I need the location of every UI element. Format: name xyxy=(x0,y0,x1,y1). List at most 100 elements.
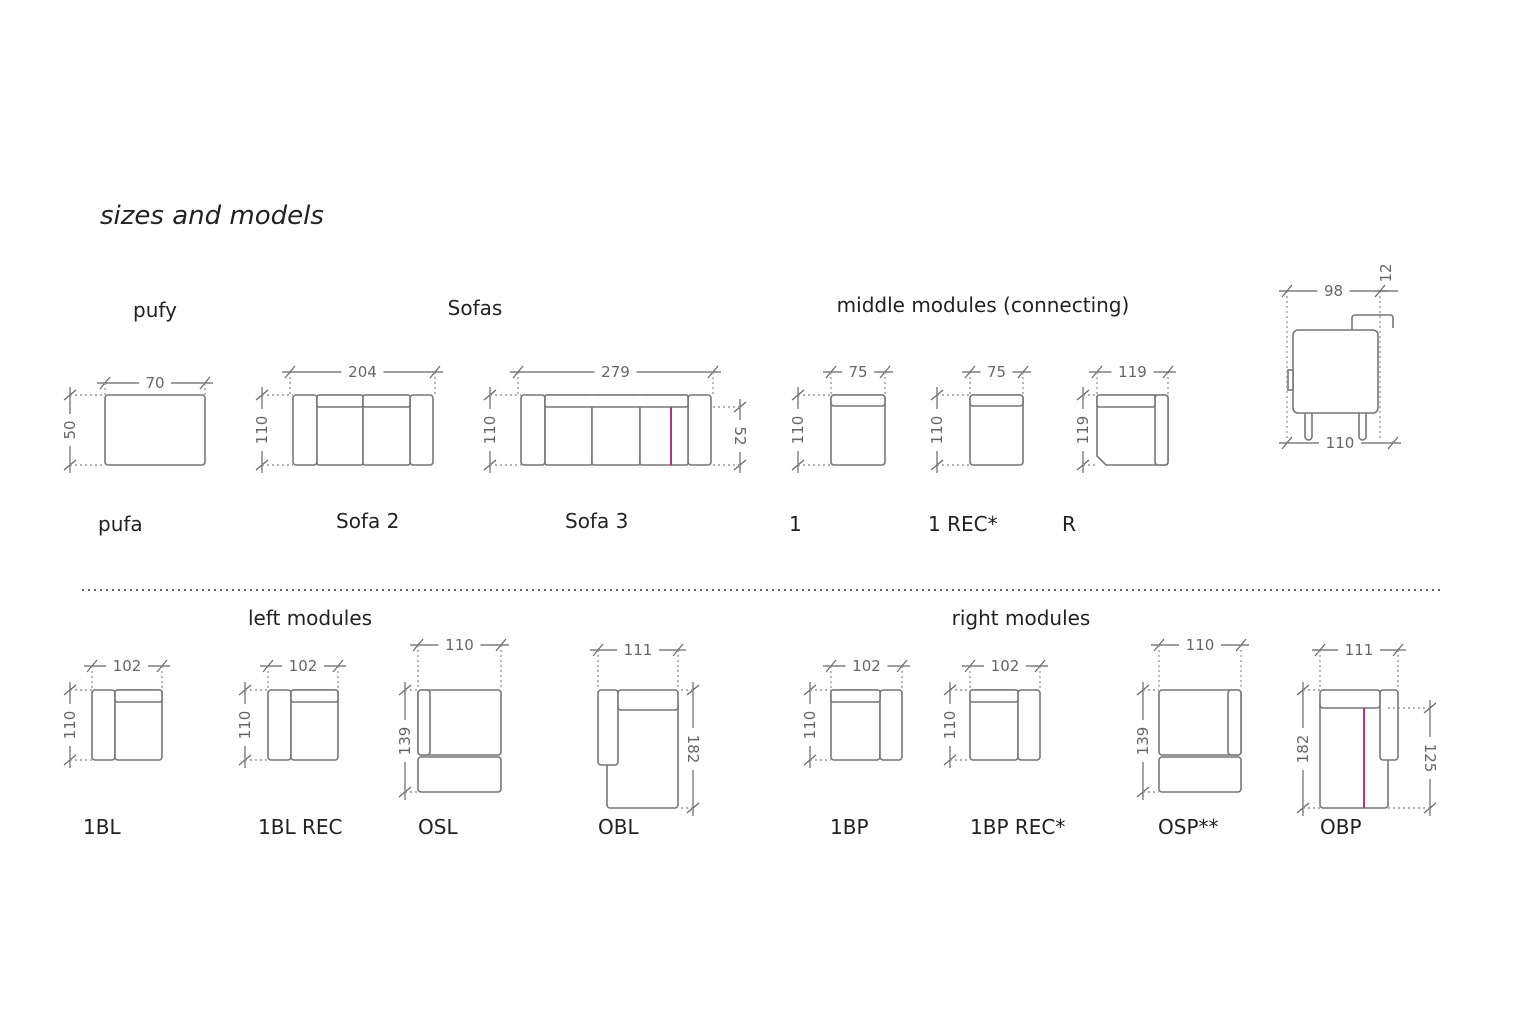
dimension-r_w: 119 xyxy=(1089,363,1176,395)
model-label-obp: OBP xyxy=(1320,815,1362,839)
dimension-label: 139 xyxy=(396,727,414,756)
page-title: sizes and models xyxy=(100,201,324,231)
model-label-1bp: 1BP xyxy=(830,815,869,839)
model-label-osl: OSL xyxy=(418,815,458,839)
sofa3-drawing xyxy=(520,394,712,466)
dimension-label: 75 xyxy=(848,363,867,381)
dimension-osp_h: 139 xyxy=(1134,682,1159,800)
dimension-bl1_h: 110 xyxy=(61,682,92,768)
dimension-m1_w: 75 xyxy=(823,363,893,395)
dimension-lines: 70 50 204 110 279 110 52 75 110 75 110 119 119 98 110 1… xyxy=(61,263,1439,816)
dimension-bp1_w: 102 xyxy=(823,657,910,690)
dimension-obp_w: 111 xyxy=(1312,641,1406,690)
dimension-bp1_h: 110 xyxy=(801,682,831,768)
dimension-label: 110 xyxy=(253,416,271,445)
model-label-sofa2: Sofa 2 xyxy=(336,509,399,533)
section-pufy: pufy xyxy=(133,298,177,322)
dimension-sofa3_h: 110 xyxy=(481,387,521,473)
dimension-label: 125 xyxy=(1421,744,1439,773)
dimension-label: 110 xyxy=(801,711,819,740)
dimension-label: 110 xyxy=(481,416,499,445)
dimension-label: 279 xyxy=(601,363,630,381)
dimension-label: 139 xyxy=(1134,727,1152,756)
dimension-m1rec_h: 110 xyxy=(928,387,970,473)
model-label-pufa: pufa xyxy=(98,512,143,536)
dimension-label: 110 xyxy=(445,636,474,654)
dimension-osl_h: 139 xyxy=(396,682,418,800)
dimension-pufa_w: 70 xyxy=(97,374,213,395)
model-label-1bl-rec: 1BL REC xyxy=(258,815,342,839)
dimension-label: 52 xyxy=(731,426,749,445)
model-label-osp: OSP** xyxy=(1158,815,1219,839)
dimension-label: 110 xyxy=(789,416,807,445)
dimension-label: 110 xyxy=(236,711,254,740)
dimension-label: 111 xyxy=(624,641,653,659)
dimension-label: 102 xyxy=(289,657,318,675)
dimension-label: 102 xyxy=(113,657,142,675)
1bl-rec-drawing xyxy=(267,689,339,761)
1bl-drawing xyxy=(91,689,163,761)
dimension-label: 110 xyxy=(928,416,946,445)
dimension-sofa3_w: 279 xyxy=(510,363,721,395)
dimension-bl1_w: 102 xyxy=(84,657,170,690)
pufa-drawing xyxy=(104,394,206,466)
dimension-obl_h: 182 xyxy=(678,682,702,816)
sofa2-drawing xyxy=(292,394,434,466)
model-label-r: R xyxy=(1062,512,1076,536)
dimension-sofa2_h: 110 xyxy=(253,387,293,473)
section-right-modules: right modules xyxy=(952,606,1091,630)
module-1rec-drawing xyxy=(969,394,1024,466)
dimension-sofa3_seat: 52 xyxy=(711,399,749,473)
model-label-1rec: 1 REC* xyxy=(928,512,998,536)
dimension-bp1rec_w: 102 xyxy=(962,657,1048,690)
side-view-drawing xyxy=(1287,314,1394,441)
section-left-modules: left modules xyxy=(248,606,372,630)
dimension-label: 12 xyxy=(1377,263,1395,282)
dimension-label: 110 xyxy=(1186,636,1215,654)
dimension-bl1rec_h: 110 xyxy=(236,682,268,768)
obl-drawing xyxy=(597,689,679,809)
dimension-m1rec_w: 75 xyxy=(962,363,1031,395)
dimension-label: 102 xyxy=(852,657,881,675)
dimension-label: 204 xyxy=(348,363,377,381)
dimension-pufa_h: 50 xyxy=(61,387,105,473)
dimension-label: 119 xyxy=(1118,363,1147,381)
dimension-label: 182 xyxy=(684,735,702,764)
dimension-label: 110 xyxy=(941,711,959,740)
section-sofas: Sofas xyxy=(448,296,503,320)
module-1-drawing xyxy=(830,394,886,466)
osp-drawing xyxy=(1158,689,1242,793)
dimension-label: 50 xyxy=(61,420,79,439)
dimension-bp1rec_h: 110 xyxy=(941,682,970,768)
osl-drawing xyxy=(417,689,502,793)
1bp-rec-drawing xyxy=(969,689,1041,761)
dimension-obp_seat: 125 xyxy=(1388,700,1439,816)
dimension-label: 182 xyxy=(1294,735,1312,764)
dimension-m1_h: 110 xyxy=(789,387,831,473)
dimension-side_w: 98 xyxy=(1279,282,1388,440)
dimension-bl1rec_w: 102 xyxy=(260,657,346,690)
dimension-label: 110 xyxy=(61,711,79,740)
1bp-drawing xyxy=(830,689,903,761)
model-label-1bl: 1BL xyxy=(83,815,121,839)
dimension-label: 110 xyxy=(1326,434,1355,452)
dimension-label: 75 xyxy=(987,363,1006,381)
model-label-sofa3: Sofa 3 xyxy=(565,509,628,533)
dimension-obl_w: 111 xyxy=(590,641,686,690)
dimension-r_h: 119 xyxy=(1074,387,1097,473)
dimension-label: 102 xyxy=(991,657,1020,675)
dimension-label: 70 xyxy=(145,374,164,392)
section-middle-modules: middle modules (connecting) xyxy=(837,293,1130,317)
dimension-label: 119 xyxy=(1074,416,1092,445)
dimension-sofa2_w: 204 xyxy=(282,363,443,395)
model-label-1: 1 xyxy=(789,512,802,536)
dimension-osp_w: 110 xyxy=(1151,636,1249,690)
dimension-obp_h: 182 xyxy=(1294,682,1320,816)
obp-drawing xyxy=(1319,689,1399,809)
dimension-side_total: 110 xyxy=(1279,434,1401,452)
module-r-drawing xyxy=(1096,394,1169,466)
dimension-label: 98 xyxy=(1324,282,1343,300)
dimension-side_back: 12 xyxy=(1377,263,1398,292)
model-label-obl: OBL xyxy=(598,815,639,839)
